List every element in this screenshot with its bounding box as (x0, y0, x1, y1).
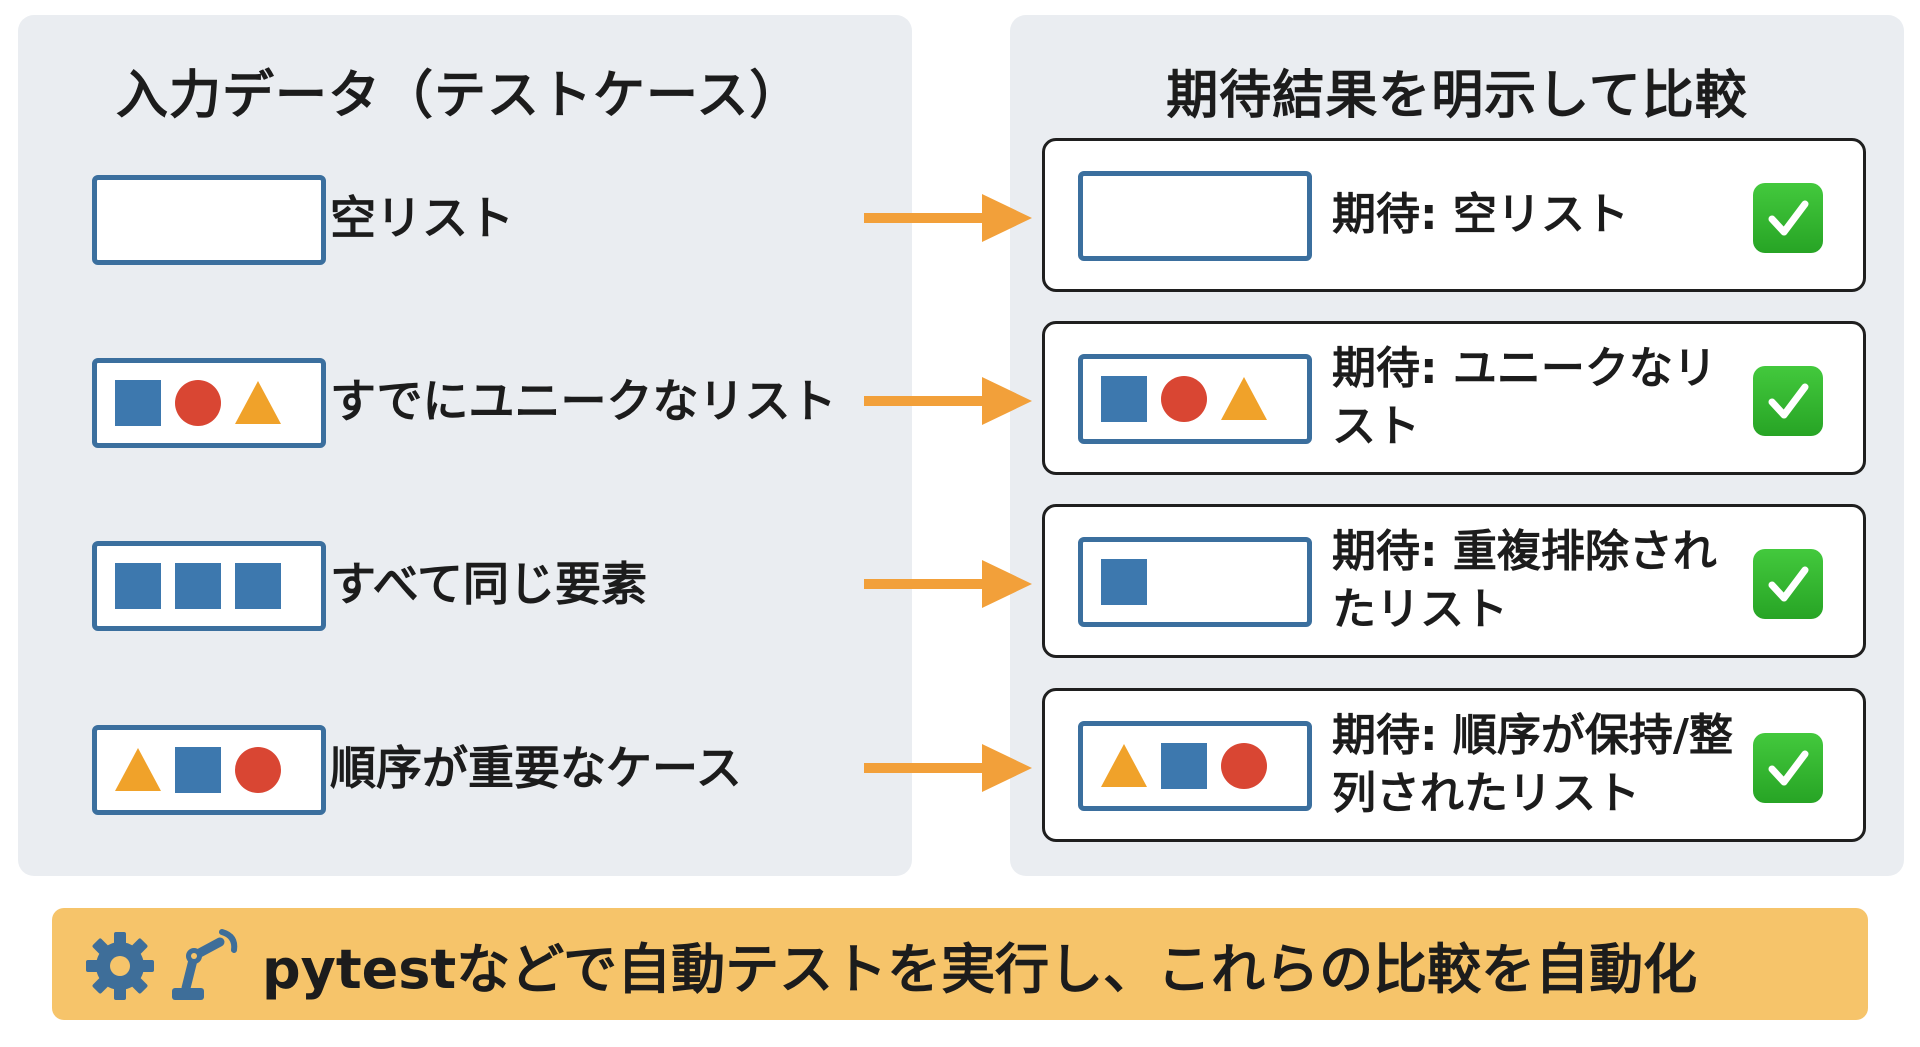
expected-result-text: 期待: 空リスト (1332, 189, 1629, 240)
test-case-label: 順序が重要なケース (330, 741, 742, 795)
expected-list-box (1078, 171, 1312, 261)
circle-icon (1221, 743, 1267, 789)
banner-text: pytestなどで自動テストを実行し、これらの比較を自動化 (262, 937, 1698, 1001)
circle-icon (1161, 376, 1207, 422)
expected-panel-title: 期待結果を明示して比較 (1166, 66, 1748, 126)
input-panel-title: 入力データ（テストケース） (116, 66, 803, 126)
expected-result-text: 期待: 順序が保持/整列されたリスト (1332, 710, 1733, 819)
expected-result-text: 期待: ユニークなリスト (1332, 343, 1717, 452)
input-list-box (92, 725, 326, 815)
square-icon (175, 563, 221, 609)
expected-list-box (1078, 721, 1312, 811)
check-icon (1753, 366, 1823, 436)
expected-result-card: 期待: 空リスト (1042, 138, 1866, 292)
triangle-icon (1101, 744, 1147, 787)
arrow-right-icon (864, 194, 1032, 242)
check-icon (1753, 733, 1823, 803)
expected-result-card: 期待: 重複排除されたリスト (1042, 504, 1866, 658)
test-case-label: すでにユニークなリスト (330, 374, 837, 428)
automation-banner: pytestなどで自動テストを実行し、これらの比較を自動化 (52, 908, 1868, 1020)
triangle-icon (115, 748, 161, 791)
check-icon (1753, 183, 1823, 253)
square-icon (115, 563, 161, 609)
expected-result-text: 期待: 重複排除されたリスト (1332, 526, 1717, 635)
square-icon (175, 747, 221, 793)
arrow-right-icon (864, 377, 1032, 425)
square-icon (1161, 743, 1207, 789)
input-list-box (92, 541, 326, 631)
arrow-right-icon (864, 744, 1032, 792)
test-case-label: 空リスト (330, 191, 514, 245)
robot-arm-icon (172, 929, 238, 1000)
square-icon (1101, 376, 1147, 422)
expected-result-card: 期待: 順序が保持/整列されたリスト (1042, 688, 1866, 842)
triangle-icon (235, 381, 281, 424)
expected-list-box (1078, 354, 1312, 444)
triangle-icon (1221, 377, 1267, 420)
circle-icon (175, 380, 221, 426)
square-icon (115, 380, 161, 426)
expected-list-box (1078, 537, 1312, 627)
input-list-box (92, 358, 326, 448)
arrow-right-icon (864, 560, 1032, 608)
check-icon (1753, 549, 1823, 619)
gear-icon (86, 932, 154, 1000)
expected-result-card: 期待: ユニークなリスト (1042, 321, 1866, 475)
test-case-label: すべて同じ要素 (330, 557, 647, 611)
square-icon (1101, 559, 1147, 605)
square-icon (235, 563, 281, 609)
circle-icon (235, 747, 281, 793)
input-list-box (92, 175, 326, 265)
